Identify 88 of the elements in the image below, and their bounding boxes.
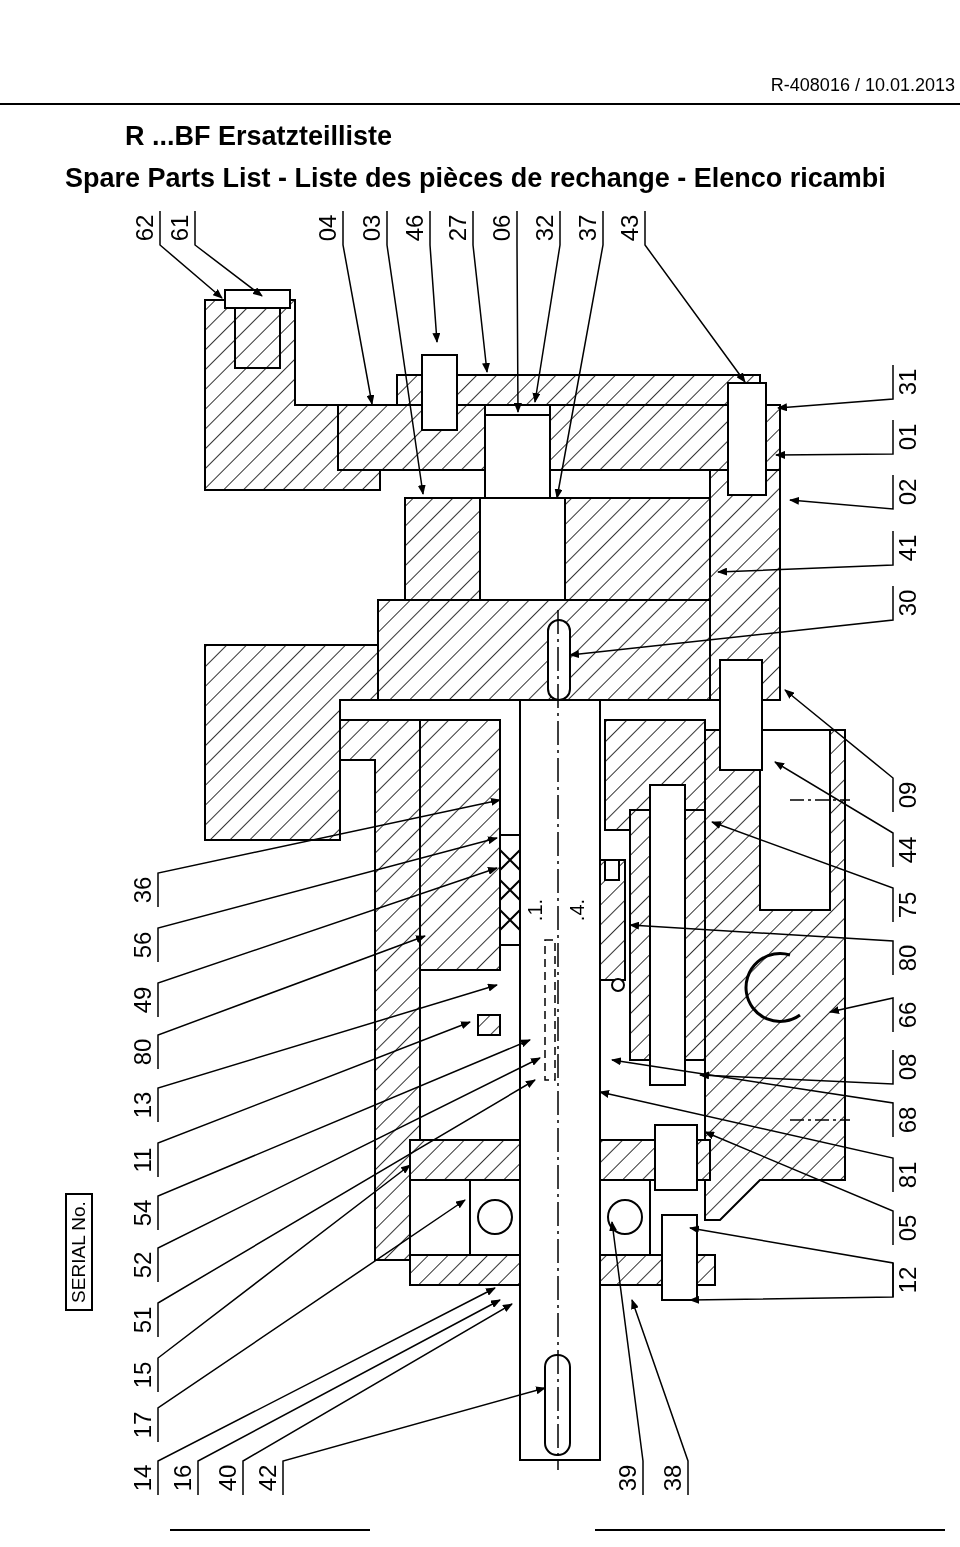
leader-line — [829, 997, 894, 1033]
callout-number: 81 — [896, 1161, 920, 1189]
callout-number: 05 — [896, 1214, 920, 1242]
callout-number: 75 — [896, 891, 920, 919]
leader-line — [774, 761, 894, 868]
leader-line — [157, 935, 426, 1070]
leader-line — [554, 210, 604, 499]
callout-number: 42 — [256, 1464, 280, 1492]
callout-number: 32 — [533, 214, 557, 242]
leader-line — [789, 474, 894, 510]
callout-number: 14 — [131, 1464, 155, 1492]
leader-line — [197, 1299, 501, 1496]
leader-line — [159, 210, 223, 299]
callout-number: 80 — [896, 944, 920, 972]
leader-line — [342, 210, 375, 405]
leader-line — [699, 1049, 894, 1085]
leader-line — [429, 210, 441, 343]
callout-number: 08 — [896, 1053, 920, 1081]
leader-line — [157, 1057, 541, 1283]
leader-line — [386, 210, 426, 495]
callout-number: 51 — [131, 1306, 155, 1334]
leader-line — [644, 210, 746, 383]
callout-number: 27 — [446, 214, 470, 242]
leader-line — [711, 821, 894, 923]
leader-line — [157, 867, 498, 1018]
callout-number: 39 — [616, 1464, 640, 1492]
leader-line — [157, 1164, 411, 1393]
callout-number: 02 — [896, 478, 920, 506]
callout-number: 68 — [896, 1106, 920, 1134]
callout-number: 52 — [131, 1251, 155, 1279]
callout-number: 11 — [131, 1147, 155, 1173]
leader-line — [157, 1021, 471, 1178]
callout-number: 46 — [403, 214, 427, 242]
callout-number: 06 — [490, 214, 514, 242]
callout-number: 15 — [131, 1361, 155, 1389]
leader-line — [157, 1287, 496, 1496]
callout-number: 01 — [896, 423, 920, 451]
leader-line — [157, 1079, 536, 1338]
callout-number: 30 — [896, 589, 920, 617]
leader-line — [599, 1090, 894, 1193]
callout-number: 56 — [131, 931, 155, 959]
callout-number: 16 — [171, 1464, 195, 1492]
callout-number: 66 — [896, 1001, 920, 1029]
callout-number: 03 — [360, 214, 384, 242]
callout-number: 44 — [896, 836, 920, 864]
callout-number: 43 — [618, 214, 642, 242]
leader-line — [282, 1386, 546, 1496]
callout-number: 80 — [131, 1038, 155, 1066]
leader-line — [717, 530, 894, 576]
leader-line — [569, 585, 894, 658]
leader-line — [157, 797, 501, 908]
leader-line — [611, 1057, 894, 1138]
leader-line — [157, 1039, 531, 1231]
callout-number: 12 — [896, 1266, 920, 1294]
serial-number-field: SERIAL No. — [65, 1193, 93, 1311]
leader-line — [777, 364, 894, 412]
document-number: R-408016 / 10.01.2013 — [770, 74, 955, 97]
callout-number: 31 — [896, 368, 920, 396]
leader-line — [157, 836, 498, 963]
leader-line — [242, 1303, 513, 1496]
leader-line — [775, 419, 894, 459]
callout-number: 04 — [316, 214, 340, 242]
callout-number: 41 — [896, 534, 920, 562]
callout-number: 38 — [661, 1464, 685, 1492]
callout-number: 36 — [131, 876, 155, 904]
leader-line — [532, 210, 561, 403]
leader-line — [609, 1221, 644, 1496]
callout-number: 49 — [131, 986, 155, 1014]
subtitle: Spare Parts List - Liste des pièces de rechange - Elenco ricambi — [65, 162, 886, 195]
leader-line — [704, 1131, 894, 1246]
leader-line — [629, 921, 894, 976]
leader-line — [472, 210, 490, 373]
leader-line — [631, 1299, 689, 1496]
leader-line — [194, 210, 263, 297]
callout-number: 13 — [131, 1091, 155, 1119]
leader-line — [157, 983, 498, 1123]
callout-number: 61 — [168, 214, 192, 242]
callout-number: 37 — [576, 214, 600, 242]
leader-line — [784, 689, 894, 813]
leader-line — [689, 1262, 894, 1304]
leader-line — [513, 210, 522, 413]
callout-number: 54 — [131, 1199, 155, 1227]
callout-number: 17 — [131, 1411, 155, 1439]
callout-number: 09 — [896, 781, 920, 809]
leader-line — [157, 1199, 466, 1443]
title: R ...BF Ersatzteilliste — [125, 120, 393, 153]
callout-number: 62 — [133, 214, 157, 242]
callout-number: 40 — [216, 1464, 240, 1492]
